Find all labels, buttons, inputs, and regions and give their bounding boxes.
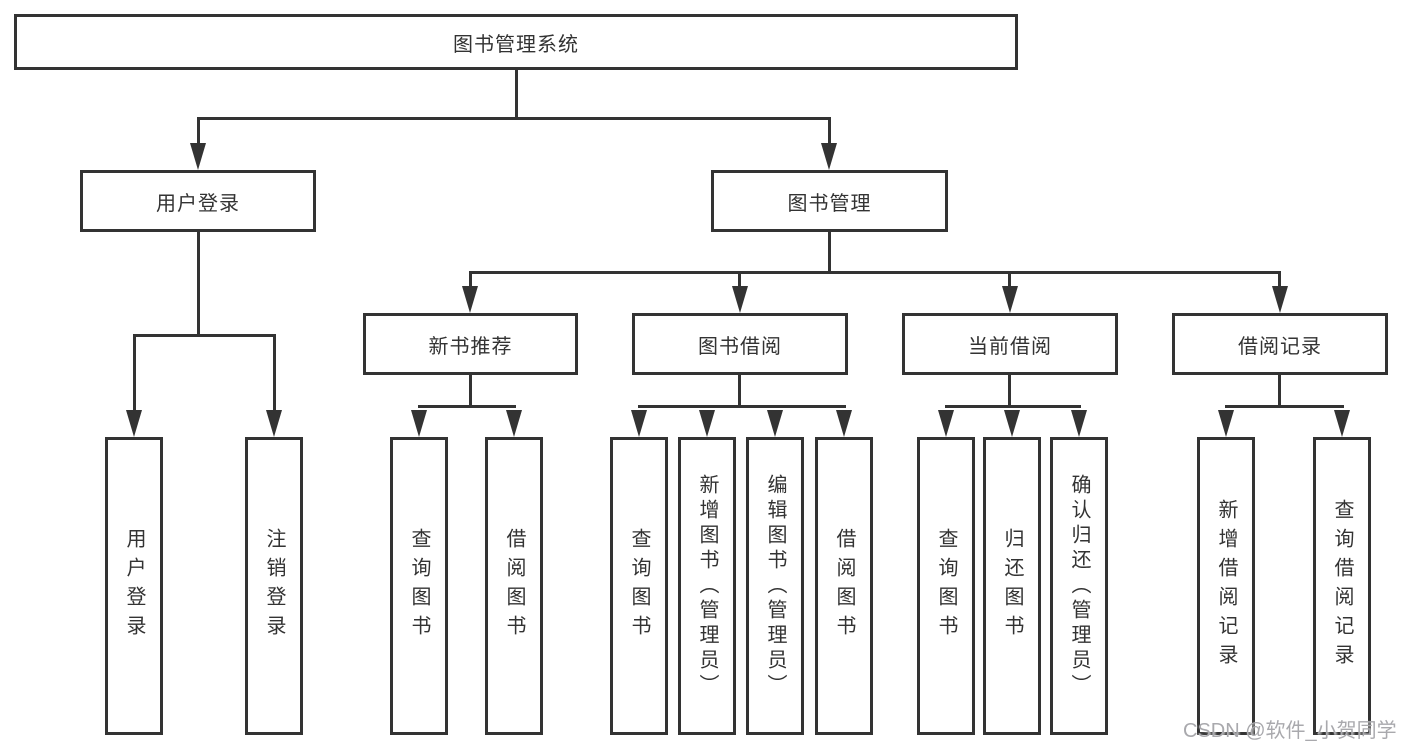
connector-drop-new-book: [469, 273, 472, 289]
node-new-book-recommend-label: 新书推荐: [428, 335, 513, 358]
node-current-borrowing: 当前借阅: [902, 313, 1118, 375]
arrowhead-down-icon: [821, 143, 837, 170]
connector-drop-current-borrow: [1008, 273, 1011, 289]
connector-root-stem: [515, 70, 518, 118]
connector-records-rail: [1225, 405, 1344, 408]
node-book-management: 图书管理: [711, 170, 948, 232]
arrowhead-down-icon: [1272, 286, 1288, 313]
node-new-book-recommend: 新书推荐: [363, 313, 578, 375]
node-borrowing-records: 借阅记录: [1172, 313, 1388, 375]
connector-drop-book-borrow: [738, 273, 741, 289]
node-user-login: 用户登录: [80, 170, 316, 232]
arrowhead-down-icon: [699, 410, 715, 437]
connector-mgmt-stem: [828, 232, 831, 273]
leaf-records-add-record-label: 新增借阅记录: [1215, 499, 1237, 673]
leaf-borrowing-edit-book-admin-label: 编辑图书（管理员）: [764, 473, 786, 699]
arrowhead-down-icon: [1002, 286, 1018, 313]
node-root-label: 图书管理系统: [453, 33, 579, 56]
leaf-user-login: 用户登录: [105, 437, 163, 735]
connector-drop-leaf-logout: [273, 336, 276, 412]
leaf-borrowing-add-book-admin: 新增图书（管理员）: [678, 437, 736, 735]
node-current-borrowing-label: 当前借阅: [968, 335, 1052, 358]
arrowhead-down-icon: [1004, 410, 1020, 437]
arrowhead-down-icon: [732, 286, 748, 313]
leaf-borrowing-add-book-admin-label: 新增图书（管理员）: [696, 473, 718, 699]
leaf-current-query-book: 查询图书: [917, 437, 975, 735]
leaf-newbook-borrow-book: 借阅图书: [485, 437, 543, 735]
connector-drop-borrow-records: [1278, 273, 1281, 289]
connector-user-rail: [133, 334, 276, 337]
arrowhead-down-icon: [190, 143, 206, 170]
leaf-current-return-book: 归还图书: [983, 437, 1041, 735]
leaf-borrowing-query-book-label: 查询图书: [628, 528, 650, 644]
leaf-records-add-record: 新增借阅记录: [1197, 437, 1255, 735]
arrowhead-down-icon: [266, 410, 282, 437]
leaf-logout-label: 注销登录: [263, 528, 285, 644]
connector-current-stem: [1008, 375, 1011, 406]
arrowhead-down-icon: [1071, 410, 1087, 437]
connector-drop-leaf-login: [133, 336, 136, 412]
connector-root-rail: [197, 117, 831, 120]
node-book-management-label: 图书管理: [787, 192, 872, 215]
leaf-borrowing-edit-book-admin: 编辑图书（管理员）: [746, 437, 804, 735]
leaf-user-login-label: 用户登录: [123, 528, 145, 644]
leaf-current-return-book-label: 归还图书: [1001, 528, 1023, 644]
node-book-borrowing: 图书借阅: [632, 313, 848, 375]
leaf-newbook-borrow-book-label: 借阅图书: [503, 528, 525, 644]
csdn-watermark: CSDN @软件_小贺同学: [1183, 720, 1397, 742]
connector-newbook-rail: [418, 405, 516, 408]
connector-drop-user-login: [197, 117, 200, 145]
arrowhead-down-icon: [836, 410, 852, 437]
arrowhead-down-icon: [631, 410, 647, 437]
leaf-newbook-query-book-label: 查询图书: [408, 528, 430, 644]
leaf-records-query-record: 查询借阅记录: [1313, 437, 1371, 735]
leaf-borrowing-query-book: 查询图书: [610, 437, 668, 735]
leaf-borrowing-borrow-book: 借阅图书: [815, 437, 873, 735]
leaf-current-query-book-label: 查询图书: [935, 528, 957, 644]
arrowhead-down-icon: [767, 410, 783, 437]
leaf-borrowing-borrow-book-label: 借阅图书: [833, 528, 855, 644]
leaf-records-query-record-label: 查询借阅记录: [1331, 499, 1353, 673]
arrowhead-down-icon: [126, 410, 142, 437]
node-borrowing-records-label: 借阅记录: [1238, 335, 1322, 358]
connector-user-stem: [197, 232, 200, 336]
leaf-current-confirm-return-admin: 确认归还（管理员）: [1050, 437, 1108, 735]
node-book-borrowing-label: 图书借阅: [698, 335, 782, 358]
node-user-login-label: 用户登录: [156, 192, 240, 215]
arrowhead-down-icon: [1334, 410, 1350, 437]
arrowhead-down-icon: [462, 286, 478, 313]
leaf-newbook-query-book: 查询图书: [390, 437, 448, 735]
leaf-logout: 注销登录: [245, 437, 303, 735]
connector-records-stem: [1278, 375, 1281, 406]
arrowhead-down-icon: [1218, 410, 1234, 437]
arrowhead-down-icon: [938, 410, 954, 437]
connector-drop-book-mgmt: [828, 117, 831, 145]
arrowhead-down-icon: [411, 410, 427, 437]
connector-borrowing-rail: [638, 405, 846, 408]
connector-mgmt-rail: [469, 271, 1281, 274]
connector-newbook-stem: [469, 375, 472, 406]
connector-current-rail: [945, 405, 1081, 408]
leaf-current-confirm-return-admin-label: 确认归还（管理员）: [1068, 473, 1090, 699]
connector-borrowing-stem: [738, 375, 741, 406]
node-root-system: 图书管理系统: [14, 14, 1018, 70]
arrowhead-down-icon: [506, 410, 522, 437]
